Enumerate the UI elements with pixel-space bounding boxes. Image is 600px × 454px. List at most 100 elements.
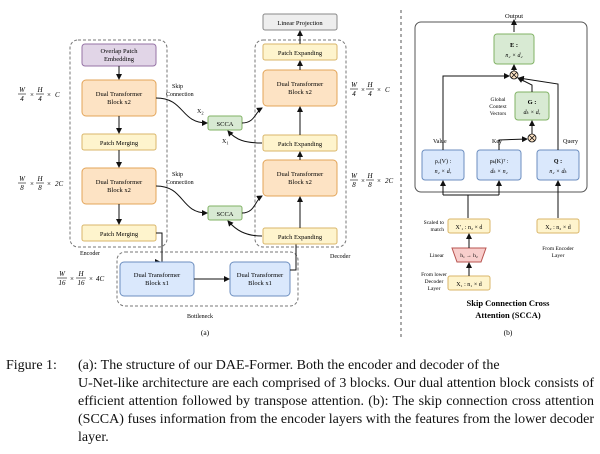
q-dims: n₂ × dₖ	[549, 169, 567, 175]
skip-top-line2: Connection	[166, 92, 194, 98]
linear-label: Linear	[430, 253, 445, 259]
bot-left-line2: Block x1	[145, 280, 169, 287]
svg-text:8: 8	[20, 184, 24, 192]
svg-text:H: H	[36, 86, 43, 94]
decoder-label: Decoder	[330, 254, 350, 260]
rho-k-box	[476, 149, 522, 181]
skip-top-line1: Skip	[172, 84, 183, 90]
value-label: Value	[433, 139, 447, 145]
x2-label: X2	[197, 109, 204, 116]
dec-dual-mid-line2: Block x2	[288, 179, 312, 186]
expand-top-label: Patch Expanding	[278, 50, 323, 57]
enc-dual1-line2: Block x2	[107, 99, 131, 106]
svg-text:4: 4	[368, 90, 372, 98]
x1-prime-label: X′₁ : n₂ × d	[456, 225, 483, 231]
bottleneck-block-left	[119, 261, 195, 297]
scca-bottom-label: SCCA	[217, 211, 234, 218]
svg-text:8: 8	[38, 184, 42, 192]
bottleneck-region	[116, 251, 299, 307]
svg-text:W: W	[351, 172, 358, 180]
scca-top-label: SCCA	[217, 121, 234, 128]
from-lower-1: From lower	[421, 272, 447, 278]
svg-text:×: ×	[70, 275, 74, 283]
svg-text:H: H	[36, 175, 43, 183]
g-name: G :	[528, 99, 537, 106]
x1-input-label: X₁ : n₁ × d	[456, 282, 482, 288]
overlap-line2: Embedding	[104, 56, 135, 63]
dec-dual-top-line2: Block x2	[288, 89, 312, 96]
svg-text:C: C	[385, 86, 390, 94]
overlap-line1: Overlap Patch	[100, 48, 138, 55]
dec-dual-top-line1: Dual Transformer	[277, 81, 324, 88]
query-label: Query	[563, 139, 578, 145]
dim-enc-1: W 4 × H 4 × C	[18, 86, 60, 103]
x2-box	[536, 218, 580, 234]
enc-dual2-line2: Block x2	[107, 187, 131, 194]
expand-bot-label: Patch Expanding	[278, 234, 323, 241]
rho-k-dims: dₖ × n₂	[490, 169, 507, 175]
svg-text:×: ×	[30, 180, 34, 188]
svg-text:×: ×	[47, 91, 51, 99]
global-ctx-3: Vectors	[490, 111, 507, 117]
svg-text:4: 4	[20, 95, 24, 103]
svg-text:W: W	[351, 81, 358, 89]
bot-left-line1: Dual Transformer	[134, 272, 181, 279]
svg-text:H: H	[366, 81, 373, 89]
from-encoder-2: Layer	[552, 253, 565, 259]
from-lower-2: Decoder	[425, 279, 444, 285]
svg-text:16: 16	[78, 279, 86, 287]
svg-text:4: 4	[38, 95, 42, 103]
dim-bottleneck: W 16 × H 16 × 4C	[57, 270, 105, 287]
svg-text:W: W	[59, 270, 66, 278]
g-dims: dₖ × dᵥ	[524, 110, 541, 116]
from-lower-3: Layer	[428, 286, 441, 292]
svg-text:4: 4	[352, 90, 356, 98]
caption-line1: (a): The structure of our DAE-Former. Bo…	[78, 358, 500, 373]
caption-label: Figure 1:	[6, 358, 57, 373]
encoder-dual-block-1	[81, 79, 157, 117]
scca-title-2: Attention (SCCA)	[475, 310, 541, 320]
svg-text:W: W	[19, 86, 26, 94]
decoder-dual-block-mid	[262, 159, 338, 197]
rho-v-name: ρᵥ(V) :	[435, 158, 452, 165]
global-ctx-2: Context	[489, 104, 507, 110]
scaled-line2: match	[431, 227, 445, 233]
svg-text:16: 16	[59, 279, 67, 287]
svg-text:C: C	[55, 91, 60, 99]
scca-title-1: Skip Connection Cross	[467, 298, 551, 308]
x1-label: X1	[222, 139, 229, 146]
rho-v-dims: n₂ × dᵥ	[435, 169, 452, 175]
bot-right-line1: Dual Transformer	[237, 272, 284, 279]
panel-b-label: (b)	[504, 328, 513, 337]
rho-k-name: ρₖ(K)ᵀ :	[490, 158, 509, 165]
q-name: Q :	[554, 159, 562, 165]
caption-rest: U-Net-like architecture are each compris…	[78, 376, 594, 445]
scca-outer-box	[414, 21, 588, 193]
linear-projection-label: Linear Projection	[277, 20, 323, 27]
skip-bot-line1: Skip	[172, 172, 183, 178]
h-label: h₁ → h₂	[460, 253, 478, 259]
enc-dual2-line1: Dual Transformer	[96, 179, 143, 186]
rho-v-box	[421, 149, 465, 181]
svg-text:×: ×	[377, 177, 381, 185]
svg-text:×: ×	[361, 86, 365, 94]
e-name: E :	[510, 42, 518, 49]
svg-text:4C: 4C	[96, 275, 105, 283]
svg-text:2C: 2C	[55, 180, 64, 188]
linear-trapezoid	[451, 247, 487, 263]
dim-dec-2: W 8 × H 8 × 2C	[350, 172, 394, 189]
scaled-line1: Scaled to	[424, 220, 445, 226]
svg-text:W: W	[19, 175, 26, 183]
